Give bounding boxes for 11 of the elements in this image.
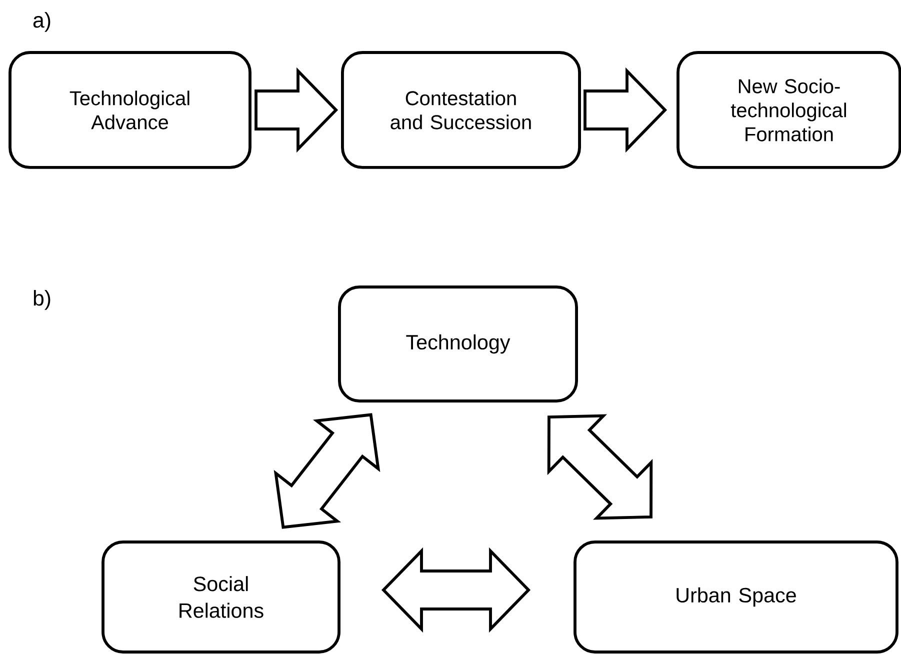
panel-label: a) — [33, 12, 50, 32]
process-box: Contestation and Succession — [341, 51, 581, 169]
process-box: Social Relations — [102, 540, 340, 654]
panel-label: b) — [34, 290, 50, 310]
block-arrow — [547, 414, 653, 520]
process-box: Urban Space — [574, 540, 898, 654]
process-box: New Socio-technological Formation — [676, 51, 901, 169]
process-box: Technology — [338, 286, 578, 402]
process-box: Technological Advance — [8, 51, 252, 169]
block-arrow — [254, 67, 338, 153]
block-arrow — [584, 67, 668, 153]
